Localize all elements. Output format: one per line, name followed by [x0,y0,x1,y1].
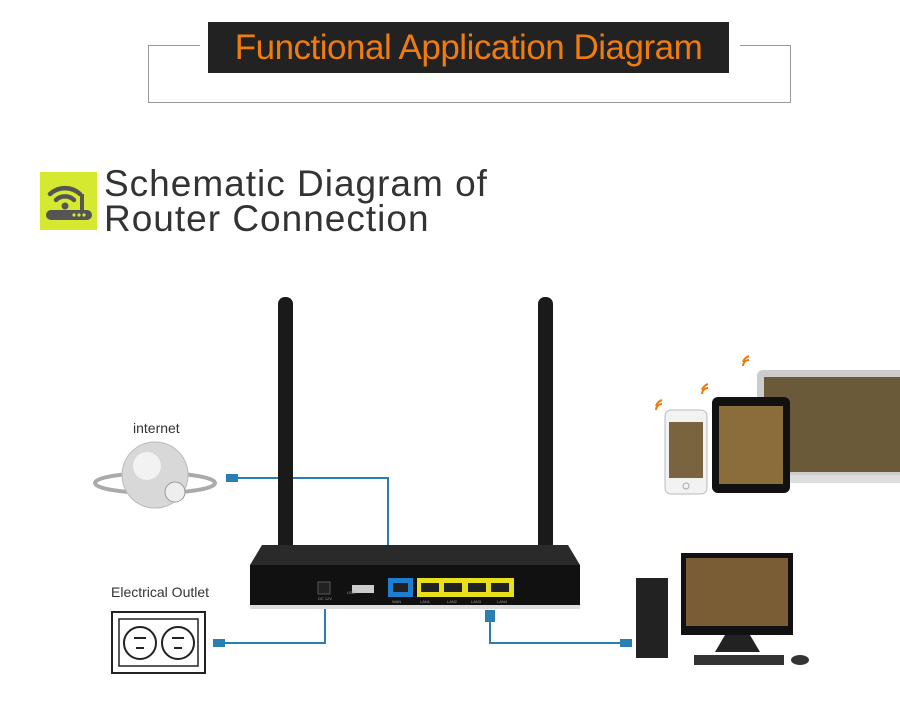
dc-port [317,581,331,595]
page-title: Functional Application Diagram [208,22,729,73]
desktop-computer-icon [636,553,809,665]
cable-plug [213,639,225,647]
header-frame [148,45,791,103]
cable-plug [485,610,495,622]
section-title: Schematic Diagram of Router Connection [104,163,488,239]
header-frame-line [148,45,200,46]
port-label: USB [347,590,356,595]
router-wifi-icon [40,172,97,230]
section-title-line2: Router Connection [104,198,430,239]
port-label: LAN3 [471,599,482,604]
antenna-right [538,297,553,567]
cable-plug [620,639,632,647]
wifi-signal-icon [655,355,750,411]
tablet-icon [712,397,790,493]
phone-icon [664,409,708,495]
port-label: DC 12V [318,596,332,601]
power-cable [222,598,326,644]
port-label: LAN1 [420,599,431,604]
globe-icon [93,441,217,509]
port-label: LAN4 [497,599,508,604]
usb-port [352,585,374,593]
port-label: WAN [392,599,401,604]
internet-label: internet [133,420,180,436]
lan-cable [489,615,622,644]
outlet-icon [111,611,206,674]
router: DC 12V USB WAN LAN1 LAN2 LAN3 LAN4 [250,545,580,609]
port-label: LAN2 [447,599,458,604]
cable-plug [226,474,238,482]
header-frame-line [740,45,790,46]
section-title-line1: Schematic Diagram of [104,163,488,204]
antenna-left [278,297,293,567]
lan-ports [417,578,514,597]
outlet-label: Electrical Outlet [111,584,210,600]
